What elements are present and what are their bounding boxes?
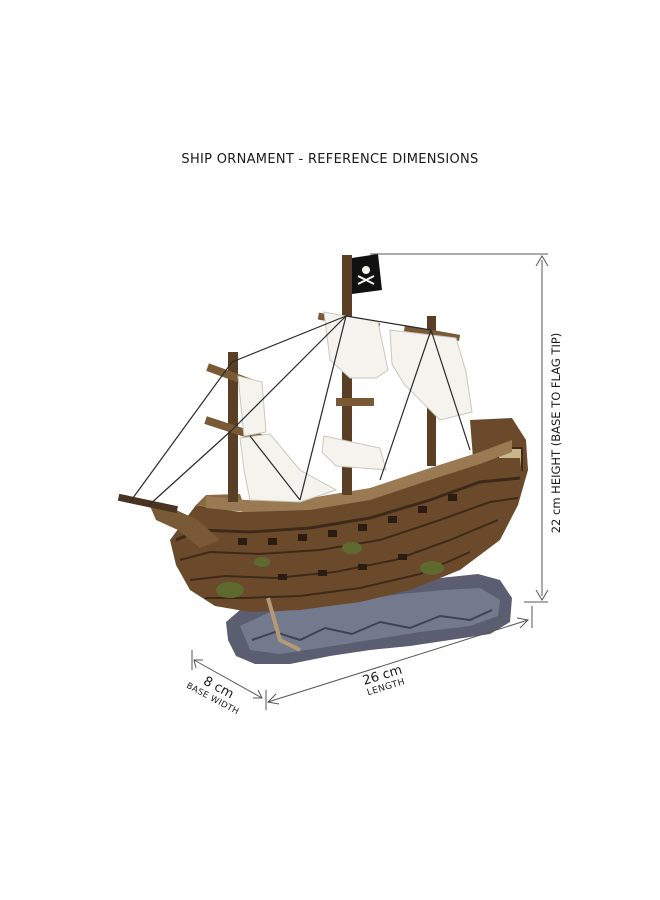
length-arrow-left xyxy=(266,693,280,705)
height-arrow-top xyxy=(535,255,549,267)
rock-base xyxy=(226,574,512,664)
width-arrow-right xyxy=(253,689,263,699)
dimension-lines xyxy=(191,253,549,710)
sails xyxy=(237,311,473,503)
length-line xyxy=(267,619,529,703)
pirate-flag xyxy=(352,254,382,294)
length-arrow-right xyxy=(516,617,530,629)
bowsprit-figurehead xyxy=(150,506,220,548)
width-arrow-left xyxy=(193,659,203,669)
page-title: SHIP ORNAMENT - REFERENCE DIMENSIONS xyxy=(181,152,479,167)
anchor xyxy=(266,597,301,652)
height-arrow-bottom xyxy=(535,589,549,601)
height-dimension-label: 22 cm HEIGHT (BASE TO FLAG TIP) xyxy=(549,332,563,534)
skull-and-crossbones-icon xyxy=(357,266,375,285)
bowsprit xyxy=(117,493,178,514)
ship-hull xyxy=(170,458,522,612)
rigging xyxy=(129,315,471,507)
width-line xyxy=(193,659,263,699)
deck xyxy=(206,440,512,512)
